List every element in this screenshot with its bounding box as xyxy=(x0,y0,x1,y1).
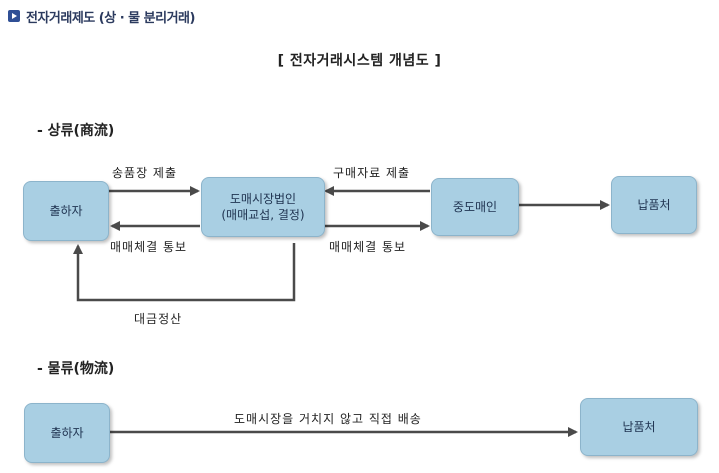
node-buyer-label: 납품처 xyxy=(637,198,671,212)
node-logistics-buyer: 납품처 xyxy=(580,398,698,456)
diagram-title: [ 전자거래시스템 개념도 ] xyxy=(277,53,442,69)
label-submit-purchase: 구매자료 제출 xyxy=(333,166,411,180)
node-logistics-shipper-label: 출하자 xyxy=(50,426,84,440)
label-submit-invoice: 송품장 제출 xyxy=(112,166,178,180)
label-settlement: 대금정산 xyxy=(134,312,183,326)
node-market-line1: 도매시장법인 xyxy=(229,192,297,206)
page-header: 전자거래제도 (상 · 물 분리거래) xyxy=(8,7,195,26)
arrow-settlement xyxy=(73,243,296,302)
node-logistics-buyer-label: 납품처 xyxy=(622,420,656,434)
node-broker: 중도매인 xyxy=(431,178,519,236)
node-buyer: 납품처 xyxy=(611,176,697,234)
label-direct-delivery: 도매시장을 거치지 않고 직접 배송 xyxy=(234,412,422,426)
node-shipper-label: 출하자 xyxy=(49,204,83,218)
label-notify-shipper: 매매체결 통보 xyxy=(110,240,188,254)
node-market-line2: (매매교섭, 결정) xyxy=(221,208,305,222)
header-title: 전자거래제도 (상 · 물 분리거래) xyxy=(26,10,195,26)
label-notify-broker: 매매체결 통보 xyxy=(329,240,407,254)
node-logistics-shipper: 출하자 xyxy=(24,403,110,463)
node-shipper: 출하자 xyxy=(23,181,109,241)
node-wholesale-market: 도매시장법인 (매매교섭, 결정) xyxy=(201,177,325,237)
commerce-section-label: - 상류(商流) xyxy=(37,123,115,139)
arrow-square-icon xyxy=(8,10,20,22)
node-broker-label: 중도매인 xyxy=(452,200,498,214)
logistics-section-label: - 물류(物流) xyxy=(37,361,115,377)
